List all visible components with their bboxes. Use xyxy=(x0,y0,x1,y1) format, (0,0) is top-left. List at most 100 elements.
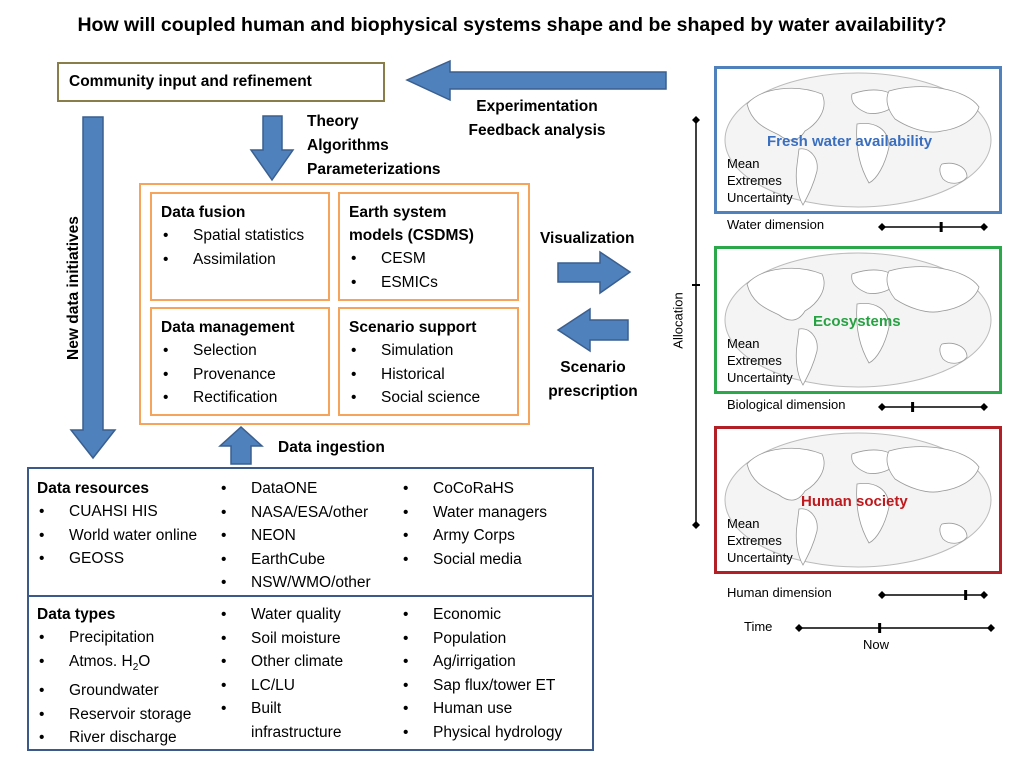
data-types-box: Data types Precipitation Atmos. H2O Grou… xyxy=(27,595,594,751)
list-item: River discharge xyxy=(37,726,222,750)
stat-label: Mean xyxy=(727,336,760,351)
list-item: Soil moisture xyxy=(219,627,404,651)
list-item: Army Corps xyxy=(401,524,586,548)
types-col1-list: Precipitation Atmos. H2O Groundwater Res… xyxy=(37,626,222,750)
data-resources-box: Data resources CUAHSI HIS World water on… xyxy=(27,467,594,597)
list-item: Selection xyxy=(161,339,319,363)
map-title: Fresh water availability xyxy=(767,133,933,150)
resources-col1-list: CUAHSI HIS World water online GEOSS xyxy=(37,500,222,571)
dimension-axis xyxy=(878,590,988,600)
list-item: GEOSS xyxy=(37,547,222,571)
list-item: Economic xyxy=(401,603,596,627)
list-item: NSW/WMO/other xyxy=(219,571,404,595)
world-map-icon xyxy=(724,72,992,208)
earth-system-panel: Earth system models (CSDMS) CESM ESMICs xyxy=(338,192,519,301)
list-item: Population xyxy=(401,627,596,651)
list-item: Social science xyxy=(349,386,508,410)
earth-system-title-line1: Earth system xyxy=(349,204,447,221)
list-item: Reservoir storage xyxy=(37,703,222,727)
map-title: Human society xyxy=(801,493,908,510)
experimentation-arrow xyxy=(405,59,667,102)
dimension-axis xyxy=(878,222,988,232)
types-col2-list: Water quality Soil moisture Other climat… xyxy=(219,603,404,744)
list-item: Physical hydrology xyxy=(401,721,596,745)
dimension-label: Human dimension xyxy=(727,585,832,600)
list-item: CoCoRaHS xyxy=(401,477,586,501)
allocation-bottom-diamond xyxy=(692,521,700,529)
list-item: CESM xyxy=(349,247,508,271)
scenario-support-title: Scenario support xyxy=(349,319,477,336)
scenario-text: Scenario xyxy=(560,359,626,376)
now-label: Now xyxy=(863,637,890,652)
list-item: Precipitation xyxy=(37,626,222,650)
dimension-label: Water dimension xyxy=(727,217,825,232)
resources-col3: CoCoRaHS Water managers Army Corps Socia… xyxy=(401,477,586,571)
dimension-axis xyxy=(878,402,988,412)
scenario-prescription-label: Scenario prescription xyxy=(540,356,646,404)
data-management-panel: Data management Selection Provenance Rec… xyxy=(150,307,330,416)
allocation-top-diamond xyxy=(692,116,700,124)
list-item: Groundwater xyxy=(37,679,222,703)
list-item: Other climate xyxy=(219,650,404,674)
scenario-support-list: Simulation Historical Social science xyxy=(349,339,508,410)
list-item: World water online xyxy=(37,524,222,548)
list-item: Ag/irrigation xyxy=(401,650,596,674)
list-item: NASA/ESA/other xyxy=(219,501,404,525)
list-item: Atmos. H2O xyxy=(37,650,222,680)
allocation-label: Allocation xyxy=(670,292,686,349)
map-title: Ecosystems xyxy=(813,313,901,330)
built-infrastructure-text: Built infrastructure xyxy=(251,700,342,741)
dimension-label: Biological dimension xyxy=(727,397,846,412)
resources-col2-list: DataONE NASA/ESA/other NEON EarthCube NS… xyxy=(219,477,404,595)
theory-label: Theory Algorithms Parameterizations xyxy=(307,110,441,182)
stat-label: Extremes xyxy=(727,353,782,368)
stat-label: Mean xyxy=(727,156,760,171)
page-title: How will coupled human and biophysical s… xyxy=(77,14,947,36)
resources-col2: DataONE NASA/ESA/other NEON EarthCube NS… xyxy=(219,477,404,595)
list-item: Built infrastructure xyxy=(219,697,371,744)
feedback-analysis-text: Feedback analysis xyxy=(468,122,606,139)
list-item: Assimilation xyxy=(161,248,319,272)
list-item: Social media xyxy=(401,548,586,572)
data-types-title: Data types xyxy=(37,606,116,623)
data-fusion-panel: Data fusion Spatial statistics Assimilat… xyxy=(150,192,330,301)
list-item: EarthCube xyxy=(219,548,404,572)
types-col2: Water quality Soil moisture Other climat… xyxy=(219,603,404,744)
types-col1: Data types Precipitation Atmos. H2O Grou… xyxy=(37,603,222,750)
new-data-arrow xyxy=(69,116,117,460)
list-item: Water managers xyxy=(401,501,586,525)
scenario-arrow xyxy=(556,307,629,353)
time-label: Time xyxy=(744,619,773,634)
stat-label: Extremes xyxy=(727,533,782,548)
stat-label: Uncertainty xyxy=(727,370,793,385)
earth-system-title-line2: models (CSDMS) xyxy=(349,227,474,244)
theory-text: Theory xyxy=(307,113,359,130)
list-item: DataONE xyxy=(219,477,404,501)
community-input-label: Community input and refinement xyxy=(69,73,312,90)
list-item: NEON xyxy=(219,524,404,548)
prescription-text: prescription xyxy=(548,383,638,400)
data-management-list: Selection Provenance Rectification xyxy=(161,339,319,410)
data-management-title: Data management xyxy=(161,319,295,336)
list-item: Human use xyxy=(401,697,596,721)
parameterizations-text: Parameterizations xyxy=(307,161,441,178)
earth-system-title: Earth system models (CSDMS) xyxy=(349,201,508,247)
stat-label: Extremes xyxy=(727,173,782,188)
list-item: Rectification xyxy=(161,386,319,410)
types-col3: Economic Population Ag/irrigation Sap fl… xyxy=(401,603,596,744)
visualization-arrow xyxy=(557,250,632,295)
list-item: ESMICs xyxy=(349,271,508,295)
list-item: Historical xyxy=(349,363,508,387)
stat-label: Mean xyxy=(727,516,760,531)
list-item: Water quality xyxy=(219,603,404,627)
resources-col3-list: CoCoRaHS Water managers Army Corps Socia… xyxy=(401,477,586,571)
data-ingestion-label: Data ingestion xyxy=(278,439,385,456)
community-input-box: Community input and refinement xyxy=(57,62,385,102)
list-item: Spatial statistics xyxy=(161,224,319,248)
types-col3-list: Economic Population Ag/irrigation Sap fl… xyxy=(401,603,596,744)
stat-label: Uncertainty xyxy=(727,190,793,205)
experimentation-text: Experimentation xyxy=(476,98,598,115)
